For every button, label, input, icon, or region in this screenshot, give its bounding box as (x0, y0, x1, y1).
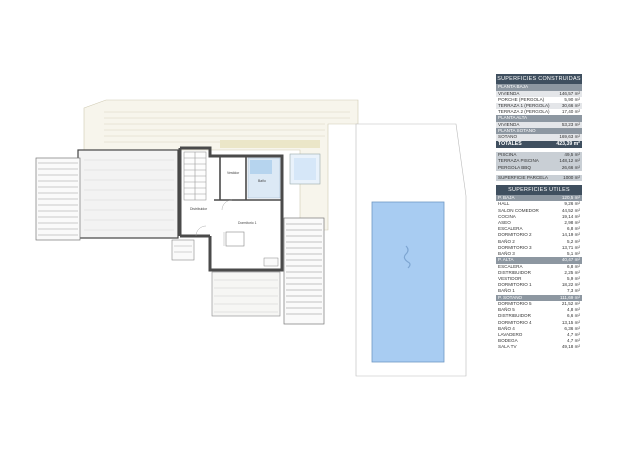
roof-left-block (77, 149, 179, 239)
superficies-construidas-header: SUPERFICIES CONSTRUIDAS (496, 74, 582, 84)
door-swing (195, 225, 207, 237)
roof-band (220, 140, 320, 148)
pool-logo-mark (403, 245, 411, 269)
section-planta-baja: PLANTA BAJA (496, 84, 582, 91)
superficies-utiles-header: SUPERFICIES UTILES (496, 184, 582, 195)
room-label-vestidor: Vestidor (227, 171, 240, 175)
table-row: TERRAZA 2 (PERGOLA)17,40 m² (498, 109, 580, 115)
upper-pergola-slats (104, 111, 350, 143)
bathroom-shower (250, 160, 272, 174)
room-label-bano: Baño (258, 179, 266, 183)
room-label-distribuidor: Distribuidor (190, 207, 208, 211)
section-planta-alta: PLANTA ALTA (496, 115, 582, 122)
east-pergola (283, 217, 325, 325)
door-swing-2 (221, 199, 233, 211)
south-terrace (211, 271, 281, 317)
stairs (183, 151, 207, 201)
table-row: TERRAZA 1 (PERGOLA)30,66 m² (496, 102, 582, 110)
swimming-pool (371, 201, 445, 363)
upper-floor-walls (178, 146, 284, 272)
roof-terrace-outline (83, 99, 359, 231)
bed (225, 231, 245, 247)
area-schedule: SUPERFICIES CONSTRUIDAS PLANTA BAJA VIVI… (496, 74, 582, 351)
west-pergola (35, 157, 81, 241)
bedroom-closet (263, 257, 279, 267)
lower-west-steps (171, 239, 195, 261)
section-planta-sotano: PLANTA SOTANO (496, 127, 582, 135)
roof-left-hatch (84, 159, 174, 231)
table-row: PORCHE (PERGOLA)5,90 m² (498, 96, 580, 102)
room-label-dormitorio: Dormitorio 1 (238, 221, 257, 225)
